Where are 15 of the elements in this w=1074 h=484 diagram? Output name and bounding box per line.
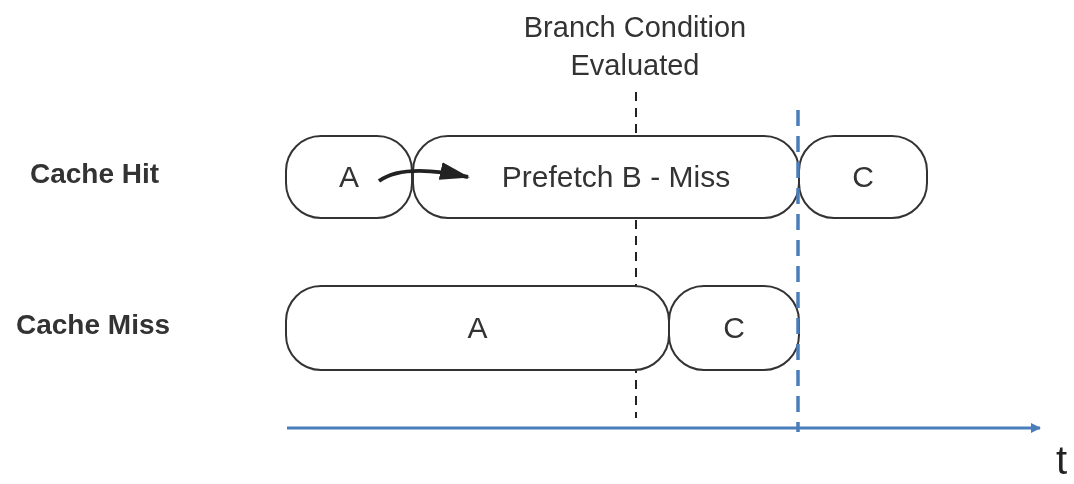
axis-label: t	[1056, 438, 1068, 483]
row-label: Cache Miss	[16, 309, 171, 341]
rounded-block	[412, 135, 800, 219]
rounded-block	[798, 135, 928, 219]
block-label: Prefetch B - Miss	[501, 160, 731, 194]
block-label: C	[723, 311, 745, 345]
annotation-text: Branch Condition Evaluated	[522, 10, 748, 83]
block-label: A	[339, 160, 359, 194]
block-label: C	[852, 160, 874, 194]
row-label: Cache Hit	[30, 158, 160, 190]
rounded-block	[285, 135, 413, 219]
rounded-block	[668, 285, 800, 371]
rounded-block	[285, 285, 670, 371]
arrow	[377, 162, 470, 183]
block-label: A	[467, 311, 488, 345]
